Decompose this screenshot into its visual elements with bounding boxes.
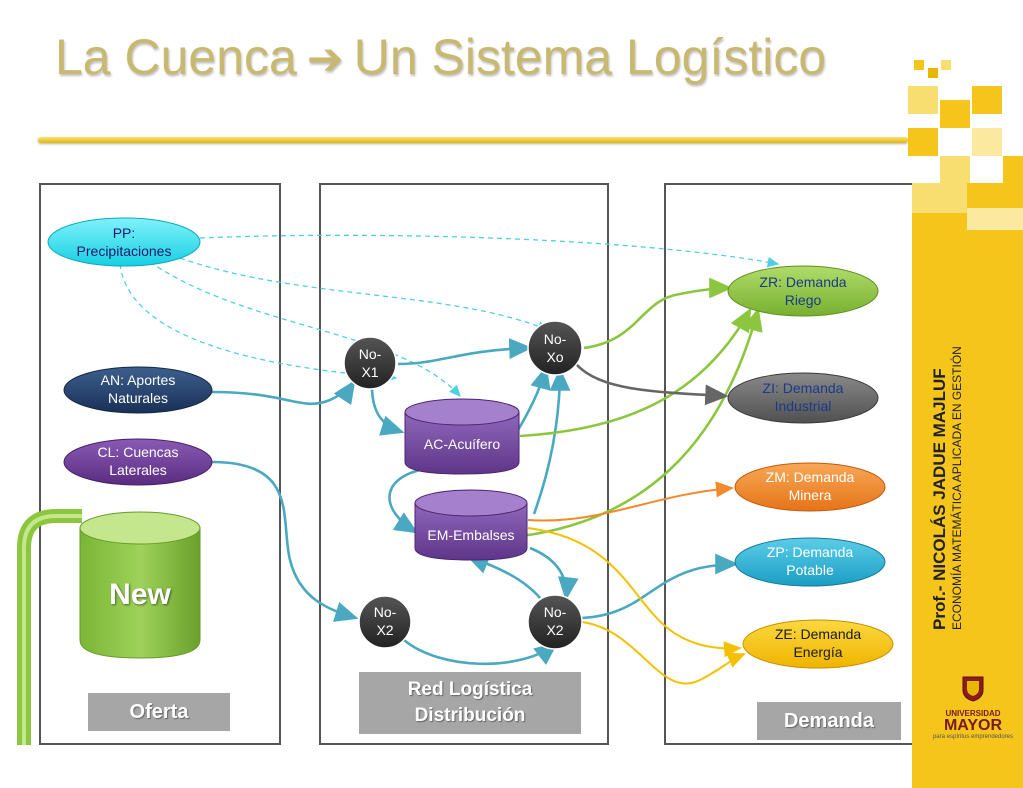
node-ac-label: AC-Acuífero (424, 436, 500, 452)
node-cl-line1: CL: Cuencas (98, 444, 179, 460)
logo-university: UNIVERSIDAD (945, 709, 1001, 718)
node-zp-line2: Potable (786, 562, 834, 578)
node-nox2-right-line1: No- (544, 604, 567, 620)
node-pp-line2: Precipitaciones (77, 243, 172, 259)
flow-ac-em (388, 468, 421, 534)
node-an: AN: Aportes Naturales (63, 366, 213, 414)
flow-ac-zr (519, 307, 752, 438)
flow-nox2-ze (581, 621, 746, 685)
flow-em-zr (521, 307, 763, 538)
flow-pp-nox1 (119, 263, 398, 383)
flow-pp-ac (149, 261, 461, 397)
label-oferta: Oferta (88, 693, 230, 731)
label-red-logistica: Red Logística Distribución (359, 672, 581, 734)
node-nox2-left-line2: X2 (376, 622, 393, 638)
node-zi: ZI: Demanda Industrial (727, 372, 879, 424)
flow-em-zm (527, 481, 734, 522)
flow-em-nox2 (529, 546, 579, 601)
label-demanda: Demanda (757, 702, 901, 740)
node-nox1-line1: No- (359, 346, 382, 362)
new-cylinder-icon (17, 509, 201, 745)
node-zm-line2: Minera (789, 487, 832, 503)
logo-tagline: para espíritus emprendedores (932, 734, 1014, 740)
title-left: La Cuenca (55, 29, 297, 85)
title-divider (38, 137, 908, 143)
node-ze-line1: ZE: Demanda (775, 626, 862, 642)
node-ze-line2: Energía (793, 644, 842, 660)
node-em-label: EM-Embalses (427, 527, 514, 543)
node-zp: ZP: Demanda Potable (734, 537, 886, 587)
flow-em-ze (527, 527, 742, 658)
node-zr: ZR: Demanda Riego (727, 265, 879, 317)
node-zi-line1: ZI: Demanda (763, 380, 844, 396)
node-nox2-left: No- X2 (358, 595, 412, 649)
node-noxo: No- Xo (527, 320, 583, 376)
flow-nox2-zp (581, 553, 739, 620)
node-zm-line1: ZM: Demanda (766, 469, 855, 485)
flow-nox1-noxo (397, 338, 533, 366)
shield-icon (962, 676, 984, 702)
node-noxo-line1: No- (544, 331, 567, 347)
node-cl-line2: Laterales (109, 462, 167, 478)
node-ze: ZE: Demanda Energía (742, 619, 894, 669)
flow-em-noxo (532, 367, 571, 515)
node-nox2-right-line2: X2 (546, 622, 563, 638)
node-zr-line1: ZR: Demanda (759, 274, 846, 290)
node-nox2-right: No- X2 (527, 594, 583, 650)
flow-noxo-zi (575, 363, 729, 406)
node-zi-line2: Industrial (775, 398, 832, 414)
flow-nox1-ac (370, 385, 405, 436)
node-pp: PP: Precipitaciones (47, 217, 201, 267)
node-an-line1: AN: Aportes (101, 372, 176, 388)
node-em-cylinder: EM-Embalses (414, 489, 528, 561)
node-pp-line1: PP: (113, 225, 136, 241)
flow-pp-noxo (179, 257, 550, 331)
node-noxo-line2: Xo (546, 349, 563, 365)
node-zp-line1: ZP: Demanda (767, 544, 854, 560)
node-nox2-left-line1: No- (374, 604, 397, 620)
node-ac-cylinder: AC-Acuífero (404, 398, 520, 475)
node-cl: CL: Cuencas Laterales (63, 438, 213, 486)
node-nox1-line2: X1 (361, 364, 378, 380)
flow-an-nox1 (211, 379, 356, 406)
node-nox1: No- X1 (343, 336, 397, 390)
node-zr-line2: Riego (785, 292, 822, 308)
decorative-squares (908, 56, 1023, 186)
node-an-line2: Naturales (108, 390, 168, 406)
flow-pp-zr (199, 234, 780, 268)
arrow-right-icon: ➔ (306, 34, 344, 85)
label-red-line1: Red Logística (407, 679, 533, 700)
flow-nox2-nox2 (403, 639, 559, 666)
flow-ac-noxo (516, 365, 551, 431)
label-red-line2: Distribución (414, 705, 526, 726)
flow-noxo-zr (583, 277, 733, 350)
flow-nox2-em (465, 554, 541, 599)
node-zm: ZM: Demanda Minera (734, 462, 886, 512)
title-right: Un Sistema Logístico (353, 29, 827, 85)
flow-cl-nox2 (211, 460, 359, 622)
university-logo: UNIVERSIDAD MAYOR para espíritus emprend… (925, 676, 1021, 740)
new-label: New (109, 578, 171, 611)
logo-mayor: MAYOR (943, 717, 1003, 734)
page-title: La Cuenca➔Un Sistema Logístico (55, 28, 826, 86)
